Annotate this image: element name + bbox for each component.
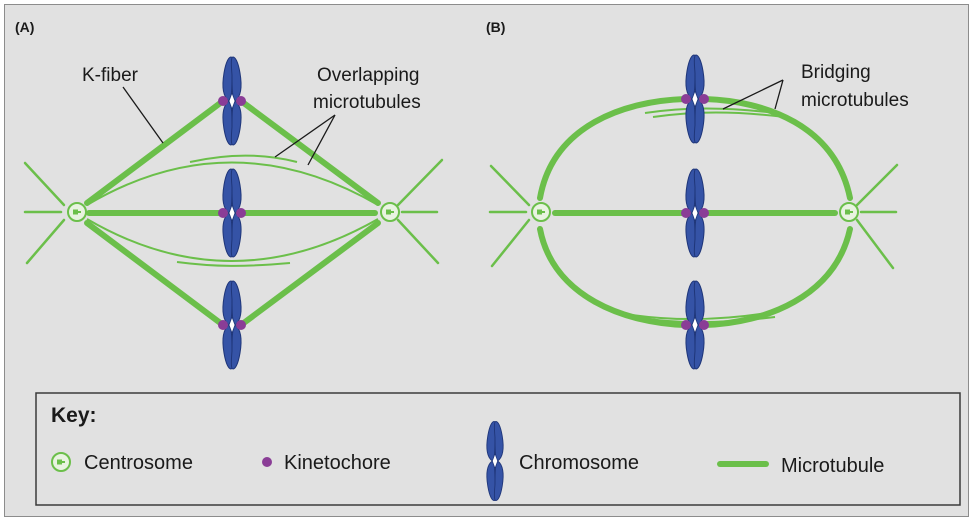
key-label-centrosome: Centrosome bbox=[84, 452, 193, 474]
overlap-leader-line-2 bbox=[307, 114, 336, 166]
overlap-leader-line-1 bbox=[274, 114, 336, 158]
panel-b-astral-microtubules bbox=[488, 163, 899, 270]
key-label-chromosome: Chromosome bbox=[519, 452, 639, 474]
mitotic-spindle-figure: (A) K-fiber Overlapping bbox=[4, 4, 969, 517]
bridging-leader-line-2 bbox=[774, 79, 784, 110]
panel-a-overlapping-microtubules bbox=[86, 154, 379, 267]
centrosome-icon bbox=[51, 452, 71, 472]
kfiber-leader-line bbox=[122, 86, 164, 144]
panel-a-k-fibers bbox=[84, 98, 381, 328]
overlap-label-line1: Overlapping bbox=[317, 65, 419, 86]
panel-b-kinetochores bbox=[681, 94, 709, 330]
kfiber-label: K-fiber bbox=[82, 65, 139, 86]
bridging-leader-line-1 bbox=[722, 79, 784, 110]
panel-a-label: (A) bbox=[15, 19, 34, 35]
panel-a-centrosome-left bbox=[67, 202, 87, 222]
kinetochore-icon bbox=[262, 457, 272, 467]
panel-a-astral-microtubules bbox=[23, 158, 444, 265]
bridging-label-line1: Bridging bbox=[801, 62, 871, 83]
key-label-microtubule: Microtubule bbox=[781, 455, 884, 477]
panel-a-centrosome-right bbox=[380, 202, 400, 222]
overlap-label-line2: microtubules bbox=[313, 92, 421, 113]
panel-b-k-fibers bbox=[537, 96, 853, 328]
key-label-kinetochore: Kinetochore bbox=[284, 452, 391, 474]
panel-b-centrosome-right bbox=[839, 202, 859, 222]
panel-a-kinetochores bbox=[218, 96, 246, 330]
panel-b-centrosome-left bbox=[531, 202, 551, 222]
key-title: Key: bbox=[51, 404, 97, 427]
bridging-label-line2: microtubules bbox=[801, 90, 909, 111]
panel-b-label: (B) bbox=[486, 19, 505, 35]
